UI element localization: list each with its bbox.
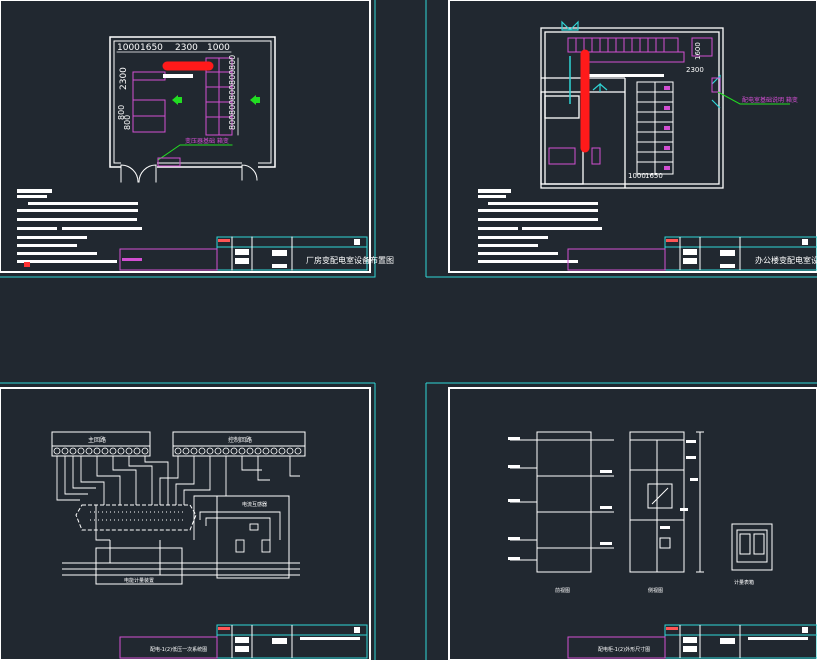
bus-left-label: 主回路 — [88, 436, 106, 444]
title-block-2 — [567, 236, 817, 271]
dim-top-4: 1000 — [207, 43, 230, 53]
meter-box-label: 电能计量装置 — [124, 577, 154, 584]
meter-box — [731, 523, 773, 571]
dim-right-5: 800 — [228, 115, 237, 130]
cabinet-row-right — [205, 57, 233, 136]
cabinet-row-left — [132, 71, 166, 133]
bus-right-label: 控制回路 — [228, 436, 252, 444]
cabinet-side-view — [629, 431, 704, 573]
leader-note: 变压器基础 箱变 — [185, 137, 229, 145]
sheet-caption-4: 配电柜-1(2)外形尺寸图 — [598, 646, 650, 653]
sheet-caption-3: 配电-1(2)低压一次系统图 — [150, 646, 207, 653]
dim-top-3: 2300 — [175, 43, 198, 53]
ct-box-label: 电流互感器 — [242, 501, 267, 508]
terminal-block-left — [51, 431, 151, 457]
sheet-1: 1000 1650 2300 1000 2300 800 800 800 800… — [0, 0, 394, 278]
dim-top-1: 1000 — [117, 43, 140, 53]
cabinet-col-right — [691, 37, 721, 93]
label-side-view: 侧视图 — [648, 587, 663, 594]
dims-right-col: 800 800 800 800 800 — [228, 55, 239, 136]
arrow-icon — [172, 95, 178, 105]
dim-right-4: 800 — [228, 100, 237, 115]
dim-left: 2300 — [119, 67, 129, 90]
terminal-block-right — [172, 431, 306, 457]
dim-left-lower-2: 800 — [123, 115, 132, 130]
label-meter-box: 计量表箱 — [734, 579, 754, 586]
dim-bottom-2: 1650 — [645, 172, 663, 180]
terminals — [53, 447, 302, 455]
sheet-2: 1600 2300 1000 1650 配电室基础说明 箱变 — [425, 0, 817, 278]
title-block-1 — [119, 236, 368, 271]
dim-right-3: 800 — [228, 85, 237, 100]
sheet-title-2: 办公楼变配电室设备布置图 — [755, 255, 817, 265]
title-block-3 — [119, 624, 368, 659]
dim-bottom-1: 1000 — [628, 172, 646, 180]
cabinet-col-lower — [636, 81, 674, 175]
arrow-icon — [250, 95, 256, 105]
title-block-4 — [567, 624, 817, 659]
dim-left-lower-1: 800 — [117, 105, 126, 120]
relay-block — [75, 504, 197, 531]
dim-right-small: 1600 — [694, 42, 702, 60]
dim-right: 2300 — [686, 66, 704, 74]
sheet-4: 前视图 侧视图 计量表箱 — [425, 382, 817, 660]
label-front-view: 前视图 — [555, 587, 570, 594]
sheet-3: 主回路 控制回路 — [0, 382, 376, 660]
dim-right-1: 800 — [228, 55, 237, 70]
leader-note-2: 配电室基础说明 箱变 — [742, 96, 798, 104]
wiring — [56, 456, 300, 541]
dim-right-2: 800 — [228, 70, 237, 85]
sheet-title-1: 厂房变配电室设备布置图 — [306, 255, 394, 265]
notes-block — [17, 189, 142, 263]
dim-top-2: 1650 — [140, 43, 163, 53]
cabinet-front-view — [510, 431, 614, 573]
notes-block-2 — [478, 189, 602, 263]
